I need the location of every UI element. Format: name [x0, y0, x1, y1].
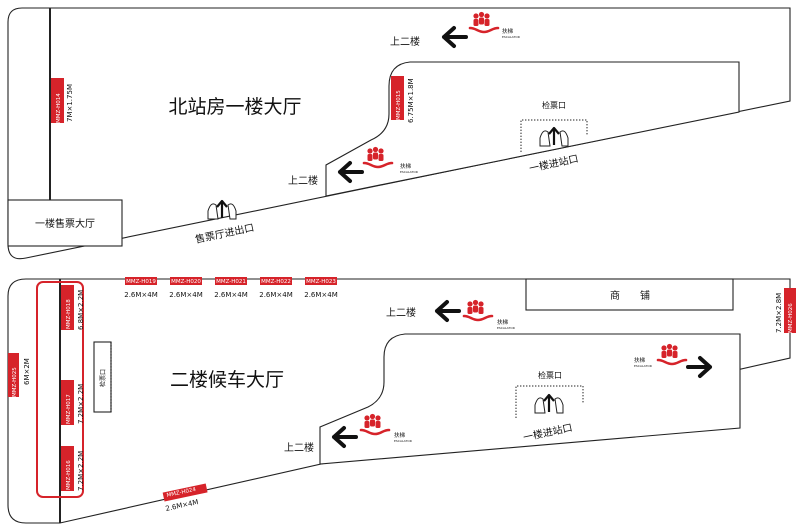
floor2-ticket-check-label: 检票口 — [538, 370, 562, 380]
floor2-escalator-c-label: 扶梯 — [634, 356, 646, 364]
ad-h015-size: 6.75M×1.8M — [407, 78, 415, 123]
floor2-side-ticket-check-label: 检票口 — [99, 369, 107, 387]
top-ad-tag — [170, 277, 202, 285]
floor1-ticket-check-label: 检票口 — [542, 100, 566, 110]
top-ad-tag — [125, 277, 157, 285]
floor2-up-label-b: 上二楼 — [284, 441, 314, 454]
floor1-escalator-b-label: 扶梯 — [400, 162, 412, 170]
floor2-escalator-a-label: 扶梯 — [497, 318, 509, 326]
floor2-up-arrow-b — [332, 426, 358, 448]
ad-h015-tag — [391, 76, 404, 120]
floor1-ticket-hall-exit-label: 售票厅进出口 — [194, 221, 255, 246]
ad-h026-code: MMZ-H026 — [788, 303, 794, 333]
floor1-escalator-a-label: 扶梯 — [502, 27, 514, 35]
floor2-shops-label: 商 铺 — [610, 289, 650, 302]
floor2-gate-rail — [515, 385, 584, 418]
top-ad-code: MMZ-H023 — [306, 279, 336, 285]
ad-h018-size: 6.8M×2.2M — [77, 290, 85, 330]
top-ad-code: MMZ-H022 — [261, 279, 291, 285]
top-ad-code: MMZ-H021 — [216, 279, 246, 285]
floor1-up-label-b: 上二楼 — [288, 174, 318, 187]
top-ad-size: 2.6M×4M — [169, 291, 203, 299]
floor2-plan — [7, 278, 791, 524]
floor2-top-ads: MMZ-H019 2.6M×4M MMZ-H020 2.6M×4M MMZ-H021 2.… — [124, 277, 338, 299]
top-ad-tag — [305, 277, 337, 285]
ad-h025-tag — [8, 353, 19, 397]
floor2-platform-block — [319, 333, 741, 465]
ad-h016-size: 7.2M×2.2M — [77, 451, 85, 491]
floor1-gate-rail — [520, 119, 588, 152]
top-ad-size: 2.6M×4M — [259, 291, 293, 299]
floor1-platform-block — [325, 61, 740, 197]
floor1-gate-entrance — [538, 126, 570, 148]
floor2-up-label-a: 上二楼 — [386, 306, 416, 319]
floor2-gate-entrance — [533, 393, 565, 415]
top-ad-size: 2.6M×4M — [214, 291, 248, 299]
floor1-ticket-hall-label: 一楼售票大厅 — [35, 217, 95, 230]
ad-h025-size: 6M×2M — [23, 358, 31, 385]
floor2-escalator-a-sub: ESCALATOR — [497, 326, 515, 330]
top-ad-code: MMZ-H019 — [126, 279, 156, 285]
ad-h014-tag — [51, 78, 64, 123]
ad-h024-tag — [162, 483, 208, 502]
ad-h026-tag — [784, 288, 796, 333]
ad-h025-code: MMZ-H025 — [12, 367, 18, 397]
floor1-gate-ticket-hall — [206, 199, 238, 221]
ad-h018-tag — [61, 285, 74, 330]
gate-icon — [533, 393, 565, 415]
floor2-escalator-b-sub: ESCALATOR — [394, 439, 412, 443]
floor2-side-ticket-check-box — [93, 341, 112, 413]
ad-h014-size: 7M×1.75M — [66, 84, 74, 122]
ad-h018-code: MMZ-H018 — [66, 299, 72, 329]
floor2-ad-group-highlight — [36, 281, 84, 498]
ad-h016-tag — [61, 446, 74, 491]
floor1-escalator-b-sub: ESCALATOR — [400, 170, 418, 174]
floor2-escalator-c-sub: ESCALATOR — [634, 364, 652, 368]
top-ad-tag — [260, 277, 292, 285]
ad-h016-code: MMZ-H016 — [66, 460, 72, 490]
floor1-up-label-a: 上二楼 — [390, 35, 420, 48]
floor2-hall-title: 二楼候车大厅 — [170, 369, 284, 391]
floor1-escalator-a-sub: ESCALATOR — [502, 35, 520, 39]
gate-icon — [538, 126, 570, 148]
floor2-escalator-arrow — [686, 356, 712, 378]
floor1-hall-title: 北站房一楼大厅 — [168, 96, 301, 118]
floor1-entrance-label: 一楼进站口 — [528, 152, 580, 175]
floor2-up-arrow-a — [435, 300, 461, 322]
floor1-up-arrow-a — [442, 26, 468, 48]
ad-h015-code: MMZ-H015 — [396, 90, 402, 120]
top-ad-size: 2.6M×4M — [304, 291, 338, 299]
floor2-shops-box — [525, 278, 734, 311]
top-ad-tag — [215, 277, 247, 285]
ad-h017-size: 7.2M×2.2M — [77, 384, 85, 424]
floor1-ticket-hall-box — [7, 199, 123, 247]
ad-h017-code: MMZ-H017 — [66, 394, 72, 424]
ad-h014-code: MMZ-H014 — [56, 93, 62, 123]
gate-icon — [206, 199, 238, 221]
top-ad-size: 2.6M×4M — [124, 291, 158, 299]
top-ad-code: MMZ-H020 — [171, 279, 201, 285]
floor1-plan — [7, 7, 791, 260]
ad-h017-tag — [61, 380, 74, 425]
floor1-up-arrow-b — [338, 161, 364, 183]
floor2-escalator-b-label: 扶梯 — [394, 431, 406, 439]
ad-h024-size: 2.6M×4M — [165, 498, 199, 513]
ad-h026-size: 7.2M×2.8M — [775, 293, 783, 333]
